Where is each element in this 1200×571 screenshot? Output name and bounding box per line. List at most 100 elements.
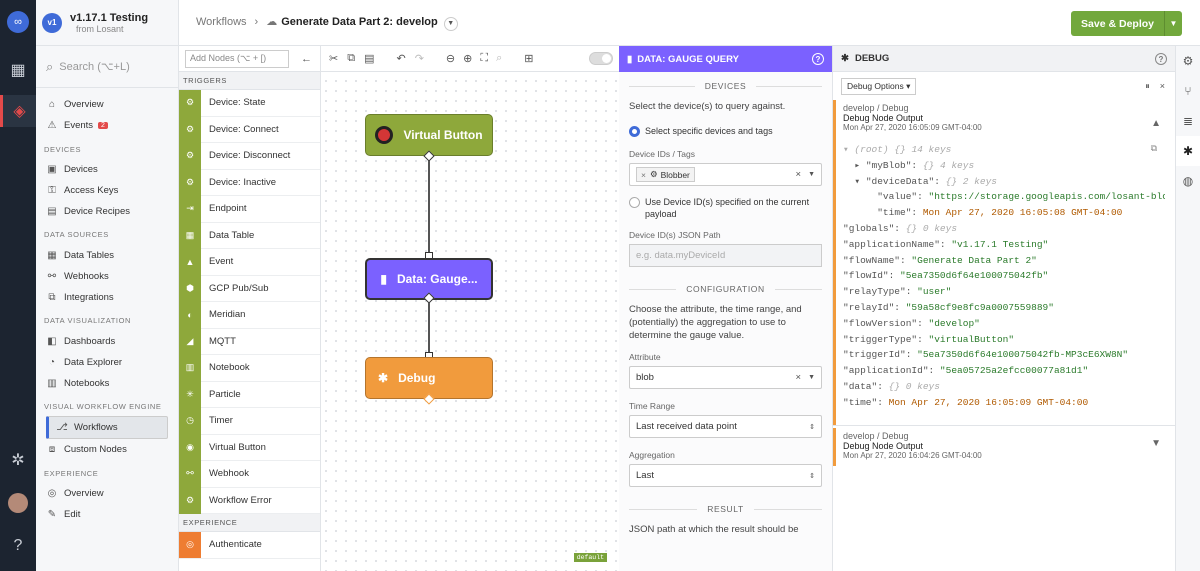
sidebar-item-overview[interactable]: ⌂Overview bbox=[36, 94, 178, 115]
search-icon[interactable]: ⌕ bbox=[496, 52, 503, 64]
palette-node-meridian[interactable]: ◐Meridian bbox=[179, 301, 320, 329]
bug-icon: ✱ bbox=[378, 371, 389, 385]
palette-node-data-table[interactable]: ▦Data Table bbox=[179, 222, 320, 249]
sidebar-item-experience-overview[interactable]: ◎Overview bbox=[47, 487, 104, 499]
version-branch-icon[interactable]: ⑂ bbox=[1184, 84, 1192, 98]
debug-bug-icon[interactable]: ✱ bbox=[1176, 136, 1200, 166]
select-arrows-icon[interactable]: ⇕ bbox=[809, 472, 815, 480]
radio-payload-device-ids[interactable]: Use Device ID(s) specified on the curren… bbox=[619, 196, 832, 220]
debug-message-1[interactable]: develop / Debug Debug Node Output Mon Ap… bbox=[833, 100, 1175, 425]
sidebar-item-workflows[interactable]: ⎇Workflows bbox=[46, 416, 168, 440]
json-path-input[interactable]: e.g. data.myDeviceId bbox=[629, 244, 822, 267]
sidebar-item-device-recipes[interactable]: ▤Device Recipes bbox=[47, 206, 130, 218]
sidebar-search[interactable]: ⌕ Search (⌥+L) bbox=[36, 46, 178, 88]
globe-icon[interactable]: ◍ bbox=[1182, 174, 1194, 188]
sidebar-item-experience-edit[interactable]: ✎Edit bbox=[47, 509, 81, 520]
chevron-down-icon[interactable]: ▼ bbox=[808, 374, 815, 381]
workflow-canvas[interactable]: ✂ ⧉ ▤ ↶ ↷ ⊖ ⊕ ⛶ ⌕ ⊞ Virtual Button ▮Data… bbox=[321, 46, 619, 571]
aggregation-select[interactable]: Last⇕ bbox=[629, 464, 822, 487]
time-range-select[interactable]: Last received data point⇕ bbox=[629, 415, 822, 438]
undo-icon[interactable]: ↶ bbox=[396, 53, 406, 65]
palette-node-event[interactable]: ▲Event bbox=[179, 248, 320, 276]
flow-menu-chevron-down-icon[interactable]: ▼ bbox=[443, 16, 458, 31]
palette-node-device-disconnect[interactable]: ⚙Device: Disconnect bbox=[179, 142, 320, 170]
user-avatar[interactable] bbox=[0, 487, 36, 519]
comment-icon[interactable]: ⊞ bbox=[524, 53, 534, 65]
add-nodes-input[interactable]: Add Nodes (⌥ + [) bbox=[185, 49, 289, 68]
app-badge: v1 bbox=[42, 12, 62, 33]
radio-unselected[interactable] bbox=[629, 197, 640, 208]
aggregation-label: Aggregation bbox=[629, 450, 675, 460]
home-icon: ⌂ bbox=[48, 99, 56, 111]
collapse-palette-arrow-left-icon[interactable]: ← bbox=[301, 52, 312, 65]
palette-node-particle[interactable]: ✳Particle bbox=[179, 381, 320, 408]
radio-specific-devices[interactable]: Select specific devices and tags bbox=[619, 125, 832, 137]
palette-node-virtual-button[interactable]: ◉Virtual Button bbox=[179, 434, 320, 461]
time-range-label: Time Range bbox=[629, 401, 675, 411]
losant-logo-icon[interactable]: ∞ bbox=[0, 6, 36, 38]
copy-icon[interactable]: ⧉ bbox=[347, 52, 356, 64]
canvas-toggle[interactable] bbox=[589, 52, 613, 65]
app-header[interactable]: v1 v1.17.1 Testing from Losant bbox=[36, 0, 178, 46]
copy-icon[interactable]: ⧉ bbox=[1150, 144, 1157, 154]
sidebar-item-dashboards[interactable]: ◧Dashboards bbox=[47, 335, 116, 347]
palette-node-workflow-error[interactable]: ⚙Workflow Error bbox=[179, 487, 320, 514]
dashboard-grid-icon[interactable]: ▦ bbox=[10, 62, 26, 79]
pause-icon[interactable]: ⏸ bbox=[1145, 80, 1150, 91]
breadcrumb-workflows[interactable]: Workflows bbox=[196, 15, 247, 28]
help-icon[interactable]: ? bbox=[1155, 52, 1167, 65]
palette-node-device-state[interactable]: ⚙Device: State bbox=[179, 89, 320, 117]
palette-node-timer[interactable]: ◷Timer bbox=[179, 407, 320, 435]
save-deploy-button[interactable]: Save & Deploy ▼ bbox=[1071, 11, 1182, 36]
sidebar-item-webhooks[interactable]: ⚯Webhooks bbox=[47, 270, 109, 282]
chevron-down-icon[interactable]: ▼ bbox=[808, 171, 815, 178]
select-arrows-icon[interactable]: ⇕ bbox=[809, 423, 815, 431]
clear-icon[interactable]: × bbox=[795, 372, 801, 383]
sidebar-item-notebooks[interactable]: ▥Notebooks bbox=[47, 378, 110, 390]
sidebar-item-data-tables[interactable]: ▦Data Tables bbox=[47, 249, 114, 261]
webhook-icon: ⚯ bbox=[47, 270, 57, 282]
paste-icon[interactable]: ▤ bbox=[364, 53, 375, 65]
sidebar-item-custom-nodes[interactable]: ⧈Custom Nodes bbox=[36, 439, 178, 460]
debug-options-dropdown[interactable]: Debug Options ▾ bbox=[841, 77, 917, 95]
application-cube-icon[interactable]: ◈ bbox=[0, 95, 36, 127]
radio-selected[interactable] bbox=[629, 126, 640, 137]
cut-icon[interactable]: ✂ bbox=[329, 53, 339, 65]
palette-node-webhook[interactable]: ⚯Webhook bbox=[179, 460, 320, 488]
palette-node-device-connect[interactable]: ⚙Device: Connect bbox=[179, 116, 320, 143]
debug-message-2[interactable]: develop / Debug Debug Node Output Mon Ap… bbox=[833, 427, 1175, 466]
redo-icon[interactable]: ↷ bbox=[414, 53, 424, 65]
workflow-network-icon[interactable]: ✲ bbox=[11, 452, 25, 469]
debug-message-path: develop / Debug bbox=[843, 103, 909, 113]
collapse-triangle-up-icon[interactable]: ▲ bbox=[1151, 118, 1161, 129]
device-tag-chip[interactable]: ×⚙Blobber bbox=[636, 167, 695, 182]
help-icon[interactable]: ? bbox=[812, 53, 824, 65]
attribute-select[interactable]: blob×▼ bbox=[629, 366, 822, 389]
sidebar-item-data-explorer[interactable]: ◔Data Explorer bbox=[36, 352, 178, 373]
settings-gear-icon[interactable]: ⚙ bbox=[1182, 54, 1194, 68]
palette-node-device-inactive[interactable]: ⚙Device: Inactive bbox=[179, 169, 320, 196]
sidebar-item-devices[interactable]: ▣Devices bbox=[47, 163, 98, 175]
palette-node-mqtt[interactable]: ◢MQTT bbox=[179, 328, 320, 355]
clear-icon[interactable]: × bbox=[795, 169, 801, 180]
sidebar-item-integrations[interactable]: ⧉Integrations bbox=[36, 287, 178, 308]
expand-triangle-down-icon[interactable]: ▼ bbox=[1151, 437, 1161, 449]
palette-node-endpoint[interactable]: ⇥Endpoint bbox=[179, 195, 320, 223]
palette-node-gcp-pubsub[interactable]: ⬢GCP Pub/Sub bbox=[179, 275, 320, 302]
palette-node-authenticate[interactable]: ◎Authenticate bbox=[179, 531, 320, 559]
zoom-out-icon[interactable]: ⊖ bbox=[445, 53, 456, 65]
canvas-node-debug[interactable]: ✱Debug bbox=[365, 357, 493, 399]
palette-node-notebook[interactable]: ▥Notebook bbox=[179, 354, 320, 382]
help-icon[interactable]: ? bbox=[13, 537, 23, 554]
canvas-node-virtual-button[interactable]: Virtual Button bbox=[365, 114, 493, 156]
fit-screen-icon[interactable]: ⛶ bbox=[480, 52, 489, 64]
tag-remove-icon[interactable]: × bbox=[641, 169, 646, 180]
device-tags-select[interactable]: ×⚙Blobber × ▼ bbox=[629, 163, 822, 186]
pencil-icon: ✎ bbox=[47, 509, 57, 520]
sidebar-item-access-keys[interactable]: ⚿Access Keys bbox=[36, 180, 178, 201]
deploy-options-chevron-down-icon[interactable]: ▼ bbox=[1164, 11, 1182, 36]
zoom-in-icon[interactable]: ⊕ bbox=[463, 53, 473, 65]
storage-database-icon[interactable]: ≣ bbox=[1182, 114, 1194, 128]
clear-icon[interactable]: × bbox=[1159, 81, 1165, 91]
